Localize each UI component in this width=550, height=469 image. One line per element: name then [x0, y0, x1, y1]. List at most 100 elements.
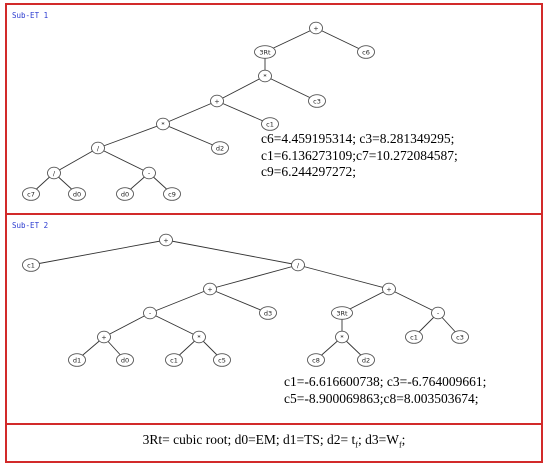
tree-edge [264, 75, 318, 102]
tree-node-label: + [101, 333, 106, 341]
tree-node-label: + [214, 97, 219, 105]
tree-node: * [156, 117, 170, 131]
tree-node-label: 3Rt [336, 309, 348, 317]
tree-node: - [431, 306, 445, 320]
tree-node: - [143, 306, 157, 320]
tree-node-shape [22, 258, 40, 272]
tree-node-label: c5 [218, 356, 226, 364]
tree-edge [97, 147, 150, 174]
tree-node-shape [159, 233, 173, 247]
tree-node: c8 [307, 353, 325, 367]
sub-et-2-constants: c1=-6.616600738; c3=-6.764009661; c5=-8.… [284, 374, 486, 407]
tree-node: 3Rt [331, 306, 353, 320]
constants-line: c1=-6.616600738; c3=-6.764009661; [284, 374, 487, 389]
tree-node-label: d1 [73, 356, 81, 364]
tree-node-label: 3Rt [259, 48, 271, 56]
tree-node: + [309, 21, 323, 35]
tree-node-label: d2 [216, 144, 224, 152]
tree-node-shape [431, 306, 445, 320]
tree-node-shape [307, 353, 325, 367]
tree-node-shape [291, 258, 305, 272]
tree-edge [97, 123, 164, 149]
tree-node-shape [210, 94, 224, 108]
constants-line: c1=6.136273109;c7=10.272084587; [261, 147, 458, 163]
legend-part: ; [401, 432, 406, 447]
tree-edge [165, 239, 299, 266]
sub-et-1-constants: c6=4.459195314; c3=8.281349295; c1=6.136… [261, 131, 458, 181]
tree-node-shape [143, 306, 157, 320]
tree-node: c6 [357, 45, 375, 59]
tree-node-label: + [386, 285, 391, 293]
tree-node-label: c9 [168, 190, 176, 198]
tree-node: + [203, 282, 217, 296]
tree-node-label: * [340, 333, 344, 341]
tree-node-shape [91, 141, 105, 155]
tree-node: c7 [22, 187, 40, 201]
tree-node-shape [68, 187, 86, 201]
tree-node-shape [203, 282, 217, 296]
tree-node: * [335, 330, 349, 344]
tree-node: * [258, 69, 272, 83]
tree-node-shape [357, 353, 375, 367]
tree-node-shape [116, 187, 134, 201]
tree-node-shape [382, 282, 396, 296]
tree-node: c3 [308, 94, 326, 108]
tree-node-label: + [313, 24, 318, 32]
tree-node-label: * [263, 72, 267, 80]
legend-part: 3Rt= cubic root; d0=EM; d1=TS; d2= t [142, 432, 356, 447]
tree-node: + [210, 94, 224, 108]
tree-edge [209, 288, 269, 314]
tree-node-label: d2 [362, 356, 370, 364]
tree-node-shape [165, 353, 183, 367]
tree-node-label: c6 [362, 48, 370, 56]
tree-node: d0 [116, 187, 134, 201]
tree-edge [216, 75, 266, 102]
tree-node: d2 [211, 141, 229, 155]
tree-node-shape [97, 330, 111, 344]
tree-node-label: / [97, 144, 100, 152]
tree-edge [149, 288, 211, 314]
tree-node-label: c1 [27, 261, 35, 269]
tree-edge [149, 312, 200, 338]
tree-node-shape [213, 353, 231, 367]
tree-edge [53, 147, 99, 174]
tree-node: 3Rt [254, 45, 276, 59]
tree-edge [297, 264, 390, 290]
tree-node-label: c3 [456, 333, 464, 341]
tree-node-label: c1 [170, 356, 178, 364]
tree-node-shape [331, 306, 353, 320]
tree-node-label: d0 [121, 356, 129, 364]
tree-node-label: d0 [121, 190, 129, 198]
tree-node-shape [192, 330, 206, 344]
tree-node-shape [47, 166, 61, 180]
tree-edge [209, 264, 299, 290]
tree-edge [162, 100, 218, 125]
constants-line: c5=-8.900069863;c8=8.003503674; [284, 390, 479, 406]
tree-node-label: / [53, 169, 56, 177]
tree-node: c1 [22, 258, 40, 272]
tree-node-shape [258, 69, 272, 83]
tree-node: d1 [68, 353, 86, 367]
tree-node-label: + [163, 236, 168, 244]
tree-node-shape [116, 353, 134, 367]
tree-edge [216, 100, 271, 125]
legend-subscript: f [355, 440, 358, 450]
tree-node-shape [335, 330, 349, 344]
tree-node-label: * [161, 120, 165, 128]
tree-node: + [159, 233, 173, 247]
tree-node-shape [451, 330, 469, 344]
sub-et-1-title: Sub-ET 1 [12, 11, 49, 20]
constants-line: c6=4.459195314; c3=8.281349295; [261, 131, 455, 146]
tree-node: c1 [261, 117, 279, 131]
tree-node-label: * [197, 333, 201, 341]
tree-node-shape [405, 330, 423, 344]
tree-node-label: / [297, 261, 300, 269]
tree-node-shape [308, 94, 326, 108]
tree-node-shape [142, 166, 156, 180]
tree-node: / [47, 166, 61, 180]
tree-node: c3 [451, 330, 469, 344]
tree-node-label: c1 [410, 333, 418, 341]
